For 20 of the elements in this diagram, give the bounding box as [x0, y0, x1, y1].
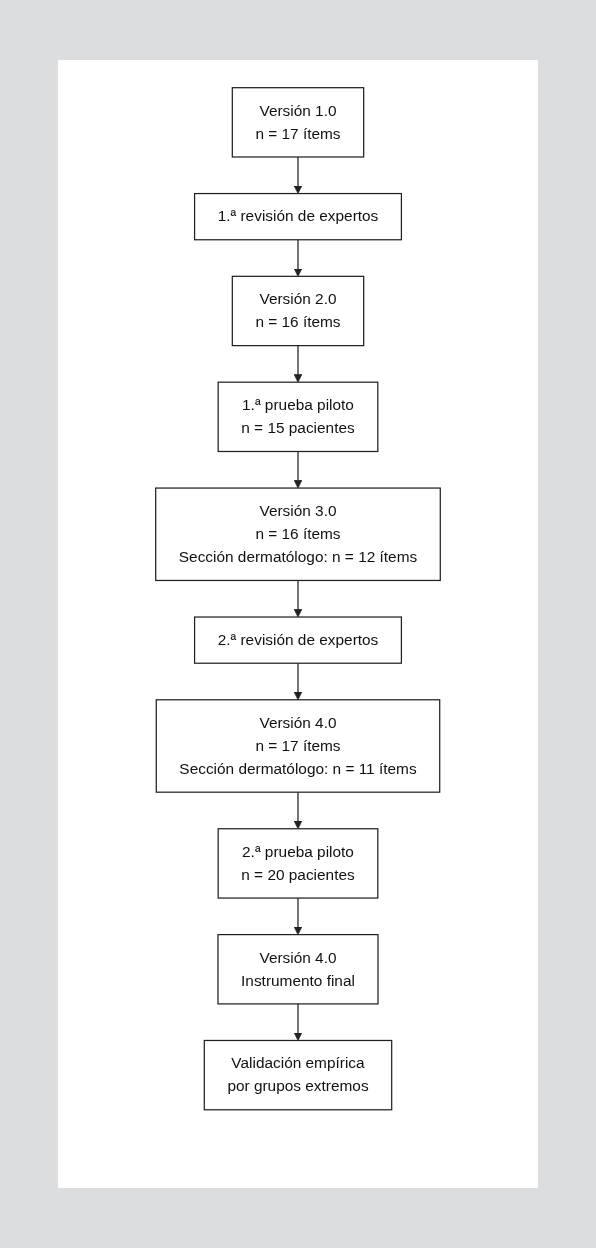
arrow [293, 239, 303, 277]
node-box [155, 699, 441, 793]
node-box [217, 828, 379, 899]
arrow [293, 156, 303, 194]
node-box [231, 87, 365, 158]
node-box [231, 275, 365, 347]
node-box [203, 1039, 393, 1111]
arrow [293, 1003, 303, 1041]
arrow [293, 579, 303, 618]
card-background: Versión 1.0 n = 17 ítems 1.ª revisión de expertos Versión 2.0 n = 16 ítems 1.ª prueba piloto n = 15 pacientes Versión 3.0 n = 16 ítems Sección dermatólogo: n = 12 ítems 2.ª revisión de expertos Versión 4.0 n = 17 ítems Sección dermatólogo: n = 11 ítems 2.ª prueba piloto n = 20 pacientes Versión 4.0 Instrumento final Validación empírica por grupos extremos [58, 60, 538, 1188]
node-box [217, 381, 379, 453]
arrow [293, 791, 303, 830]
node-box [193, 616, 403, 664]
arrow [293, 897, 303, 935]
node-box [193, 192, 403, 241]
node-box [155, 487, 441, 582]
arrow [293, 662, 303, 701]
node-box [217, 934, 379, 1005]
arrow [293, 345, 303, 383]
arrow [293, 450, 303, 489]
